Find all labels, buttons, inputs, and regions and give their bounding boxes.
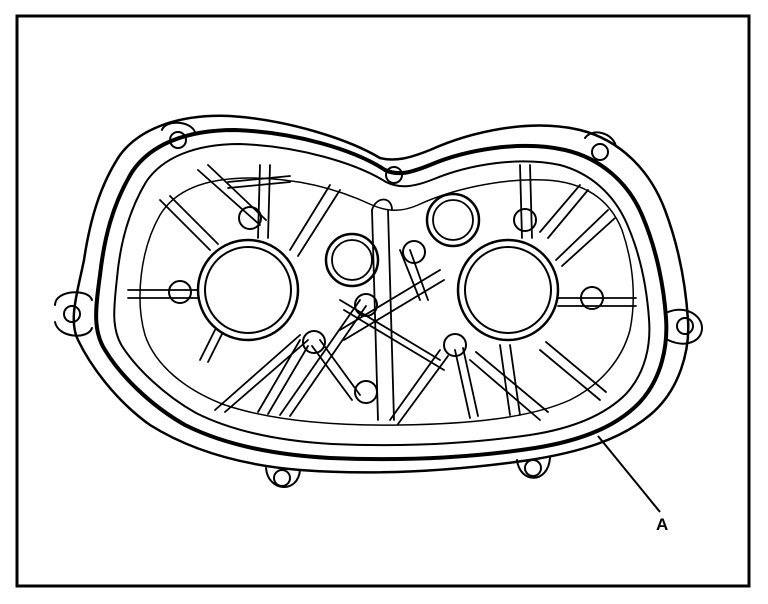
seal-bead-inner	[113, 143, 651, 447]
bolt-hole-left	[63, 305, 81, 323]
seal-bead-outer	[94, 128, 669, 462]
bolt-hole-bottom-left	[273, 469, 291, 487]
small-bore-left	[324, 232, 380, 288]
right-bore	[456, 238, 560, 342]
figure-border	[15, 14, 751, 588]
bolt-lobes	[54, 121, 703, 488]
bolt-hole-right	[676, 317, 694, 335]
small-bore-right	[425, 192, 481, 248]
bolt-hole-bottom-right	[524, 459, 542, 477]
inner-cavity	[139, 177, 635, 426]
ribs	[127, 164, 637, 425]
left-bore	[196, 238, 300, 342]
callout-label-a: A	[656, 515, 668, 534]
bolt-hole-top-right	[591, 143, 609, 161]
bosses	[168, 206, 604, 404]
callout-leader-a	[597, 435, 661, 513]
